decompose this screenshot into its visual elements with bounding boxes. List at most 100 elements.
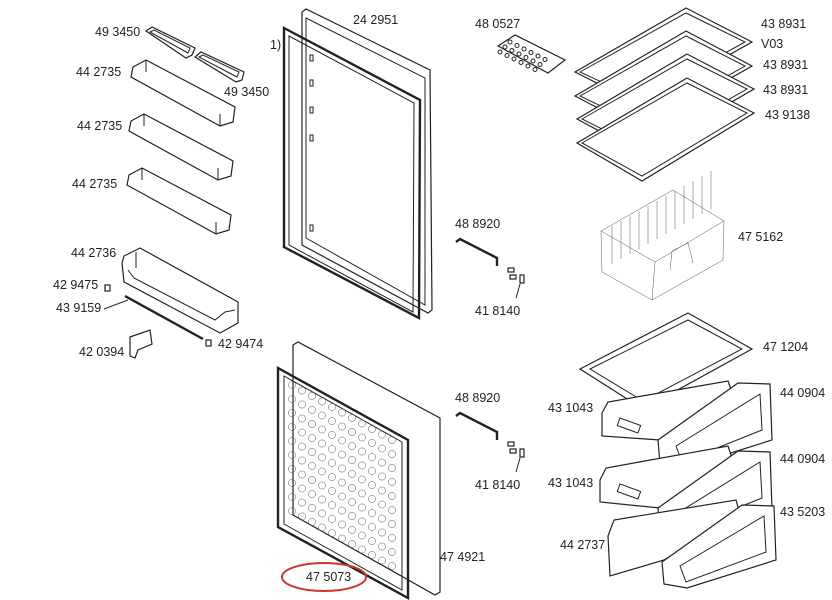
- door-dimple: [298, 456, 306, 465]
- door-dimple: [378, 458, 386, 467]
- door-dimple: [368, 481, 376, 489]
- label-drawer-2: 43 1043: [548, 476, 594, 490]
- door-dimple: [328, 529, 336, 537]
- door-dimple: [358, 419, 366, 428]
- egg-tray-right: [193, 51, 245, 83]
- label-handle-lower: 48 8920: [455, 391, 501, 405]
- door-dimple: [378, 556, 386, 565]
- egg-tray-left: [144, 26, 196, 59]
- door-dimple: [368, 425, 376, 433]
- door-dimple: [308, 462, 316, 470]
- label-upper-door: 24 2951: [353, 13, 399, 27]
- door-dimple: [378, 528, 386, 537]
- door-dimple: [358, 517, 366, 526]
- door-dimple: [388, 450, 396, 458]
- door-dimple: [358, 545, 366, 554]
- door-dimple: [318, 453, 326, 462]
- door-dimple: [368, 467, 376, 475]
- door-dimple: [298, 484, 306, 493]
- door-dimple: [378, 472, 386, 481]
- ice-cube-cell: [509, 48, 515, 53]
- door-dimple: [328, 431, 336, 439]
- door-dimple: [328, 515, 336, 523]
- ice-cube-cell: [518, 60, 524, 65]
- door-dimple: [298, 414, 306, 423]
- door-dimple: [378, 486, 386, 495]
- label-glass-shelf-1-variant: V03: [761, 37, 784, 51]
- door-dimple: [368, 537, 376, 545]
- label-lower-door: 47 4921: [440, 550, 486, 564]
- door-dimple: [348, 428, 356, 436]
- door-shelf-1: [130, 59, 236, 127]
- door-dimple: [288, 451, 296, 459]
- door-dimple: [318, 439, 326, 448]
- label-footnote-marker: 1): [270, 38, 282, 52]
- ice-cube-cell: [514, 43, 520, 48]
- door-dimple: [348, 414, 356, 422]
- door-dimple: [338, 478, 346, 487]
- ice-cube-cell: [511, 56, 517, 62]
- door-dimple: [388, 548, 396, 556]
- door-dimple: [348, 498, 356, 506]
- label-glass-shelf-2: 43 8931: [763, 58, 809, 72]
- door-dimple: [298, 512, 306, 521]
- glass-shelves: [573, 7, 756, 182]
- label-drawer-1: 43 1043: [548, 401, 594, 415]
- door-dimple: [308, 420, 316, 428]
- door-dimple: [358, 461, 366, 470]
- highlight-ellipse: [281, 562, 367, 592]
- door-dimple: [318, 425, 326, 434]
- door-dimple: [288, 437, 296, 445]
- door-dimple: [308, 448, 316, 456]
- door-dimple: [358, 475, 366, 484]
- door-dimple: [288, 423, 296, 431]
- door-dimple: [298, 400, 306, 409]
- door-dimple: [388, 492, 396, 500]
- door-dimple: [318, 411, 326, 420]
- door-dimple: [388, 464, 396, 472]
- label-glass-shelf-4: 43 9138: [765, 108, 811, 122]
- door-dimple: [308, 434, 316, 442]
- label-bottle-rail: 43 9159: [56, 301, 102, 315]
- door-dimple: [348, 442, 356, 450]
- door-dimple: [298, 428, 306, 437]
- door-dimple: [308, 518, 316, 526]
- door-dimple: [368, 523, 376, 531]
- door-dimple: [388, 478, 396, 486]
- door-dimple: [368, 453, 376, 461]
- label-ice-tray: 48 0527: [475, 17, 521, 31]
- door-dimple: [328, 501, 336, 509]
- door-dimple: [348, 484, 356, 492]
- door-dimple: [338, 506, 346, 515]
- door-dimple: [338, 436, 346, 445]
- label-clip-lower: 42 9474: [218, 337, 264, 351]
- door-dimple: [318, 495, 326, 504]
- door-dimple: [288, 409, 296, 417]
- door-dimple: [348, 470, 356, 478]
- ice-cube-cell: [504, 53, 510, 58]
- door-dimple: [378, 514, 386, 523]
- door-dimple: [388, 506, 396, 514]
- label-bottle-shelf: 44 2736: [71, 246, 117, 260]
- crisper-cover: [578, 312, 754, 410]
- label-crisper-box: 47 5162: [738, 230, 784, 244]
- door-dimple: [288, 381, 296, 389]
- label-handle-cap-upper: 41 8140: [475, 304, 521, 318]
- label-handle-cap-lower: 41 8140: [475, 478, 521, 492]
- label-egg-tray-right: 49 3450: [224, 85, 270, 99]
- label-bottle-holder: 42 0394: [79, 345, 125, 359]
- door-dimple: [388, 534, 396, 542]
- bottle-shelf: [103, 247, 239, 359]
- door-dimple: [328, 403, 336, 411]
- door-dimple: [288, 493, 296, 501]
- lower-door: [276, 341, 441, 600]
- door-dimple: [328, 445, 336, 453]
- door-dimple: [288, 465, 296, 473]
- door-dimple: [308, 392, 316, 400]
- label-drawer-front-1: 44 0904: [780, 386, 826, 400]
- ice-cube-cell: [530, 58, 536, 64]
- door-dimple: [348, 526, 356, 534]
- door-dimple: [298, 498, 306, 507]
